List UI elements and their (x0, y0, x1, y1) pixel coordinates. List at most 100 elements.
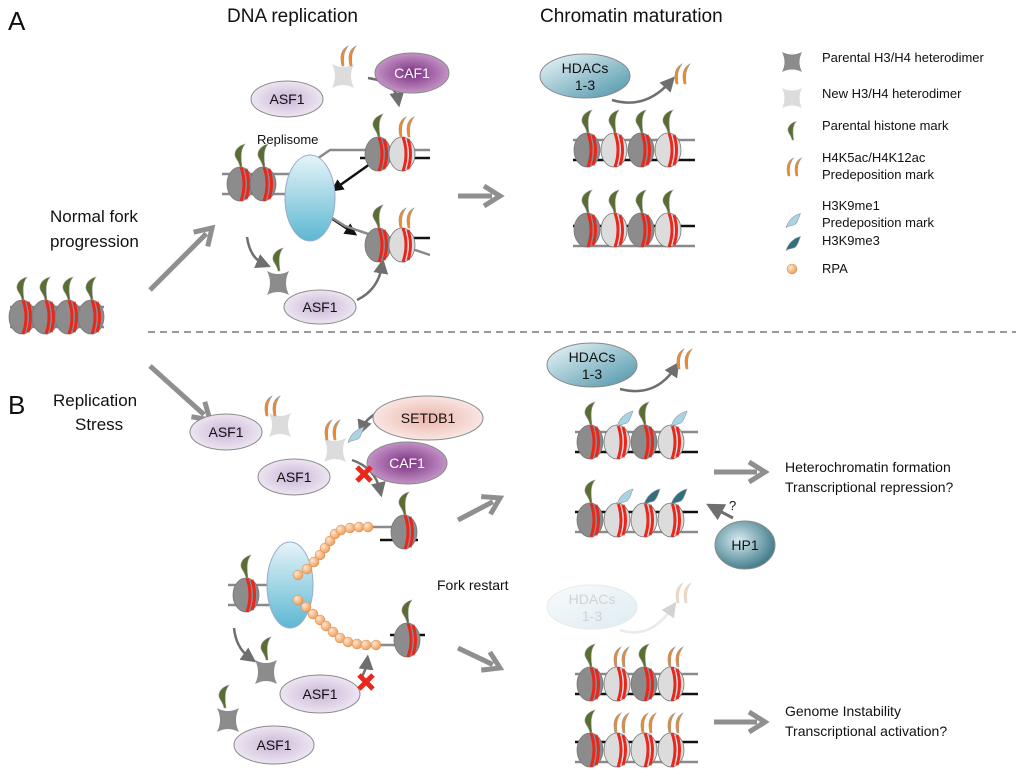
acetyl-mark-icon (621, 712, 630, 734)
heading-dna-replication: DNA replication (227, 6, 358, 27)
new-nucleosome (630, 712, 658, 768)
parental-mark-icon (85, 276, 97, 301)
parental-nucleosome (364, 204, 392, 263)
acetyl-mark-icon (648, 712, 657, 734)
parental-nucleosome (393, 599, 421, 658)
outcome-instability-line2: Transcriptional activation? (785, 723, 947, 739)
acetyl-mark-icon (406, 207, 415, 229)
normal-fork-arrow (148, 224, 216, 292)
hdacs-b-label: HDACs (569, 349, 616, 365)
parental-nucleosome (31, 276, 59, 335)
rpa-protein (301, 563, 313, 575)
legend-item: H3K9me3 (785, 233, 880, 252)
acetyl-mark-icon (667, 712, 676, 734)
dna-wrap (406, 622, 413, 658)
parental-mark-icon (372, 113, 384, 138)
dna-wrap (67, 299, 74, 335)
parental-nucleosome (249, 143, 277, 202)
dna-wrap (675, 504, 681, 536)
dna-wrap (594, 504, 600, 536)
acetyl-mark-icon (272, 395, 281, 417)
dna-wrap (645, 134, 651, 166)
legend-item: New H3/H4 heterodimer (782, 86, 962, 108)
new-nucleosome (654, 189, 682, 248)
caf1-stress-shape (366, 441, 448, 485)
dna-wrap (586, 132, 593, 168)
legend-label: Predeposition mark (822, 167, 934, 182)
acetyl-mark-icon (684, 348, 693, 370)
parental-nucleosome (576, 709, 604, 768)
rpa-protein (308, 556, 320, 568)
legend-item: RPA (786, 261, 848, 276)
dna-wrap (675, 734, 681, 766)
parental-nucleosome (630, 643, 658, 702)
normal-fork-label-line1: Normal fork (50, 207, 138, 226)
h3k9me1-mark-icon (347, 426, 365, 444)
restart-arrow-up (456, 494, 505, 523)
dna-wrap (594, 668, 600, 700)
dna-wrap (589, 732, 596, 768)
rpa-protein (353, 521, 365, 533)
dna-wrap (643, 666, 650, 702)
normal-fork-label-line2: progression (50, 232, 139, 251)
legend-label: New H3/H4 heterodimer (822, 86, 962, 101)
dna-wrap (250, 579, 256, 611)
parental-nucleosome (576, 479, 604, 538)
asf1-stress-4-shape (233, 725, 315, 765)
parental-nucleosome (576, 401, 604, 460)
parental-mark-icon (581, 189, 593, 214)
parental-nucleosome (576, 643, 604, 702)
rpa-protein (292, 569, 304, 581)
outcome-instability-line1: Genome Instability (785, 703, 901, 719)
asf1-stress-1: ASF1 (189, 413, 263, 451)
blocked-x-icon (355, 465, 373, 483)
h3k9me3-mark-icon (643, 488, 661, 506)
faded-acetyl-mark (675, 582, 692, 604)
dna-wrap (403, 514, 410, 550)
asf1-stress-1-label: ASF1 (208, 424, 243, 440)
new-nucleosome (388, 116, 416, 172)
dna-wrap (672, 214, 678, 246)
parental-mark-icon (635, 109, 647, 134)
new-nucleosome (630, 488, 661, 538)
rpa-protein (300, 601, 312, 613)
dna-wrap (411, 624, 417, 656)
parental-mark-icon (581, 109, 593, 134)
new-nucleosome (388, 207, 416, 263)
restart-arrow-down (456, 645, 505, 673)
asf1-stress-2-label: ASF1 (276, 469, 311, 485)
hdacs-faded-label: HDACs (569, 591, 616, 607)
blocked-x-icon (357, 673, 375, 691)
hp1-binding-arrow (706, 503, 734, 521)
new-nucleosome (603, 646, 631, 702)
parental-eviction-arrow-b (232, 627, 257, 663)
dna-wrap (406, 229, 412, 261)
acetyl-mark-icon (348, 45, 357, 67)
dna-wrap (640, 212, 647, 248)
dna-wrap (377, 136, 384, 172)
dna-wrap (95, 301, 101, 333)
acetyl-mark-icon (786, 157, 795, 177)
replication-stress-label-line2: Stress (75, 415, 123, 434)
new-nucleosome (657, 712, 685, 768)
hp1-shape (714, 520, 776, 570)
rpa-protein (320, 620, 332, 632)
dna-wrap (401, 136, 408, 172)
instability-arrow (714, 709, 770, 735)
legend-label: H3K9me1 (822, 198, 880, 213)
parental-h3h4-dimer (255, 660, 277, 684)
legend-label: Parental histone mark (822, 118, 949, 133)
parental-mark-icon (240, 554, 252, 579)
parental-mark-icon (584, 479, 596, 504)
dna-wrap (675, 426, 681, 458)
caf1-stress: CAF1 (366, 441, 448, 485)
dna-wrap (648, 668, 654, 700)
legend-label: H4K5ac/H4K12ac (822, 150, 926, 165)
dna-wrap (586, 212, 593, 248)
parental-mark-icon (401, 599, 413, 624)
parental-mark-icon (39, 276, 51, 301)
dna-wrap (262, 166, 269, 202)
